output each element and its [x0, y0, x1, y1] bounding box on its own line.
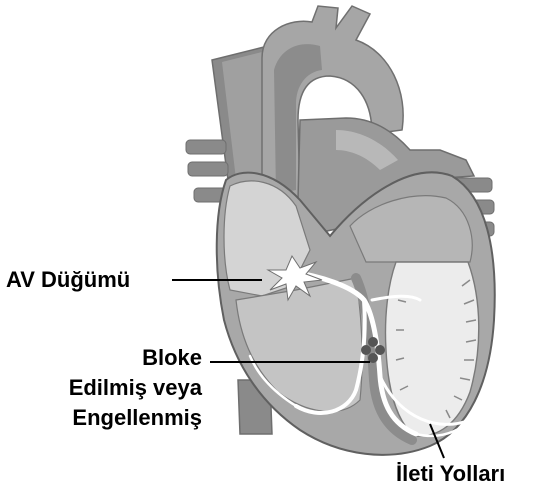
blocked-label-line2: Edilmiş veya	[69, 373, 202, 403]
blocked-label-line3: Engellenmiş	[69, 403, 202, 433]
conduction-paths-label: İleti Yolları	[396, 461, 505, 487]
blocked-label-line1: Bloke	[69, 343, 202, 373]
blocked-label: Bloke Edilmiş veya Engellenmiş	[69, 343, 202, 433]
av-node-label: AV Düğümü	[6, 267, 130, 293]
